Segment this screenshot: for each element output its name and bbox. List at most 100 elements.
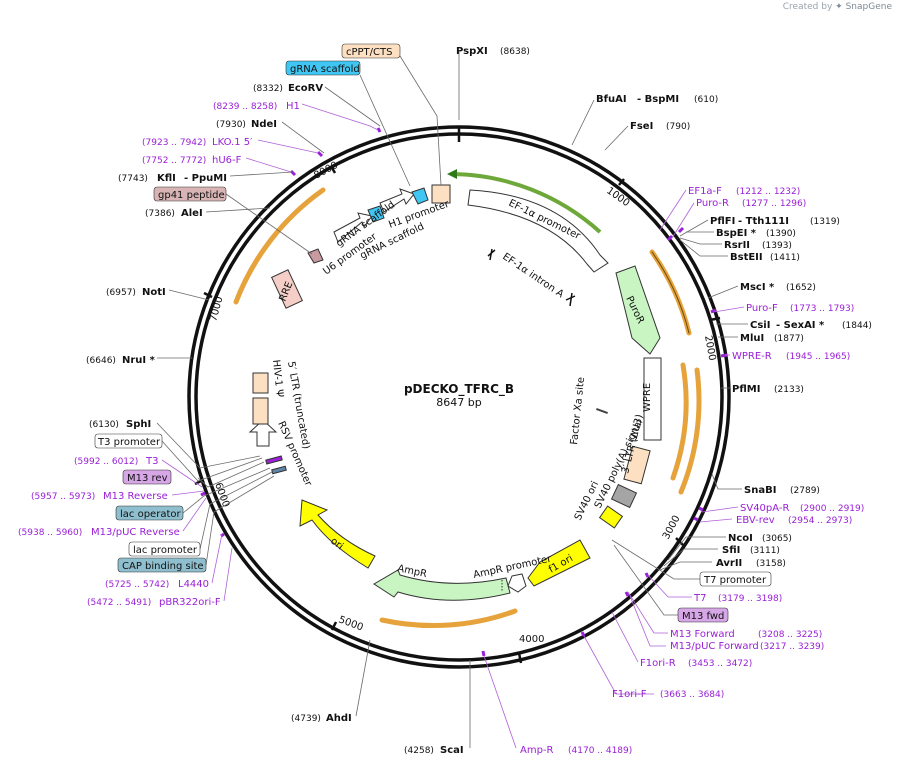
tth111i-label: - Tth111I [738, 216, 789, 227]
ecorv-pos: (8332) [253, 84, 283, 94]
ef1a-promoter-arc [447, 169, 602, 234]
m13-fwd-tag [677, 607, 729, 623]
cppt-cts-tag [341, 43, 401, 59]
hu6-primer-label: hU6-F [212, 155, 242, 166]
kfli-label: KflI [157, 173, 176, 184]
ef1a-green-arrowhead [447, 169, 457, 179]
leader-lko [257, 139, 319, 154]
site-labels: PspXI (8638) (8332) EcoRV (8239 .. 8258)… [18, 46, 872, 756]
puror-primer-mark [666, 234, 674, 242]
ampr-arrow [373, 569, 511, 601]
lac-cluster-marker [271, 465, 287, 475]
leader-h1 [301, 103, 379, 131]
leader-lacprom [199, 471, 273, 550]
wpre-box [643, 357, 662, 441]
leader-sphi [156, 422, 261, 469]
ahdi-label: AhdI [326, 713, 352, 724]
ecorv-label: EcoRV [288, 83, 323, 94]
factor-xa-mark [596, 408, 608, 414]
ef1a-promoter-arrow [467, 189, 609, 273]
leader-m13forward [627, 591, 668, 634]
ampr-primer-mark [481, 650, 486, 657]
leader-kfli [229, 171, 294, 177]
sv40-polya-box [610, 483, 638, 509]
leader-fsei [604, 125, 629, 151]
m13forward-primer-label: M13 Forward [670, 629, 735, 640]
pflfi-label: PflFI [710, 216, 735, 227]
csii-pos: (1844) [842, 321, 872, 331]
csii-label: CsiI [750, 320, 770, 331]
fsei-label: FseI [630, 121, 653, 132]
leader-purof [713, 306, 745, 313]
msci-label: MscI * [740, 282, 775, 293]
hu6-range: (7752 .. 7772) [142, 156, 206, 166]
m13fwd-primer-mark [624, 591, 630, 597]
lac-promoter-tag [128, 541, 201, 557]
avrii-pos: (3158) [756, 559, 786, 569]
sfii-label: SfiI [722, 545, 740, 556]
m13-rev-tag-label: M13 rev [127, 473, 168, 484]
f1orir-primer-label: F1ori-R [640, 658, 676, 669]
snapgene-brand: SnapGene [845, 2, 892, 12]
pflmi-pos: (2133) [774, 385, 804, 395]
leader-ef1af [659, 189, 687, 231]
lko-range: (7923 .. 7942) [142, 138, 206, 148]
tick-marks [194, 127, 721, 664]
pbr-primer-label: pBR322ori-F [159, 597, 221, 608]
leader-ahdi [355, 639, 371, 717]
sv40pa-range: (2900 .. 2919) [800, 504, 864, 514]
t7-promoter-tag-label: T7 promoter [703, 575, 767, 586]
leader-bfuai [571, 99, 595, 146]
leader-ndei [281, 121, 325, 154]
bspmi-label: - BspMI [637, 94, 679, 105]
nrui-pos: (6646) [86, 356, 116, 366]
tick-label-7000: 7000 [208, 295, 225, 322]
t3-primer-label: T3 [145, 456, 158, 467]
leader-m13reverse [171, 490, 205, 496]
leader-f1orir [611, 611, 639, 663]
bsteii-label: BstEII [730, 252, 763, 263]
lko-primer-label: LKO.1 5′ [212, 137, 253, 148]
leader-ebvrev [699, 518, 733, 523]
plasmid-size: 8647 bp [436, 396, 481, 409]
f1orir-primer-mark [580, 631, 586, 637]
alei-label: AleI [181, 208, 203, 219]
tick-8000 [329, 165, 337, 174]
ampr-promoter-arrow [507, 573, 527, 593]
t7-promoter-tag [699, 571, 772, 587]
l4440-range: (5725 .. 5742) [105, 580, 169, 590]
scai-pos: (4258) [404, 746, 434, 756]
snabi-label: SnaBI [744, 485, 776, 496]
cap-binding-site-tag-label: CAP binding site [122, 561, 204, 572]
orf-arc-2b [678, 367, 702, 495]
leader-puror-primer [671, 202, 695, 239]
nrui-label: NruI * [122, 355, 156, 366]
leader-m13rev [197, 461, 265, 488]
plasmid-name: pDECKO_TFRC_B [404, 382, 514, 397]
ltr5-box [252, 397, 269, 425]
pflfi-pos: (1319) [810, 217, 840, 227]
m13puc-rev-range: (5938 .. 5960) [18, 528, 82, 538]
pbr-range: (5472 .. 5491) [87, 598, 151, 608]
f1-ori-arrow [527, 539, 591, 587]
ef1a-intron-label: EF-1α intron A [500, 251, 565, 300]
grna-scaffold-tag-label: gRNA scaffold [290, 64, 360, 75]
orf-arc-puro-edge [651, 251, 690, 334]
leader-sfii [663, 548, 718, 567]
tick-2000 [709, 316, 721, 322]
noti-pos: (6957) [106, 288, 136, 298]
ampr-primer-range: (4170 .. 4189) [568, 746, 632, 756]
lac-operator-tag [115, 505, 184, 521]
purof-range: (1773 .. 1793) [790, 304, 854, 314]
purof-primer-label: Puro-F [746, 303, 778, 314]
tick-4000 [517, 652, 523, 664]
bfuai-pos: (610) [694, 95, 718, 105]
leader-ncoi [667, 536, 726, 561]
sphi-pos: (6130) [89, 420, 119, 430]
m13forward-range: (3208 .. 3225) [758, 630, 822, 640]
cppt-cts-tag-label: cPPT/CTS [346, 47, 392, 58]
mlui-pos: (1877) [774, 334, 804, 344]
snabi-pos: (2789) [790, 486, 820, 496]
leader-t7prom [611, 539, 700, 580]
ef1af-primer-mark [677, 226, 685, 234]
